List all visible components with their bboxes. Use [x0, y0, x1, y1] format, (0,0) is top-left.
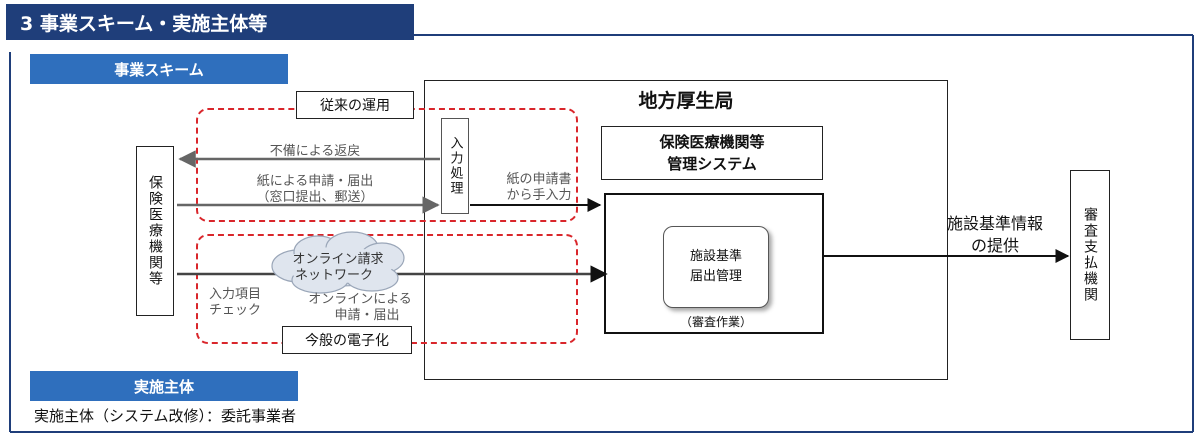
implement-section-text: 実施主体: [133, 377, 194, 396]
legacy-label: 従来の運用: [296, 91, 414, 119]
system-title-line2: 管理システム: [667, 155, 757, 173]
provide-text-2: の提供: [970, 236, 1019, 255]
implement-text: 実施主体（システム改修）：委託事業者: [34, 407, 297, 425]
review-payment-text: 審査支払機関: [1082, 207, 1098, 303]
system-title-box: 保険医療機関等 管理システム: [601, 126, 823, 180]
scheme-section-label: 事業スキーム: [30, 54, 288, 84]
return-text: 不備による返戻: [269, 144, 361, 159]
paper-text-1: 紙による申請・届出: [256, 174, 374, 189]
manual-text-2: から手入力: [506, 188, 572, 203]
page-title: 3 事業スキーム・実施主体等: [20, 12, 268, 35]
legacy-label-text: 従来の運用: [320, 98, 390, 114]
scheme-section-text: 事業スキーム: [114, 60, 204, 79]
modern-label-text: 今般の電子化: [305, 333, 389, 349]
online-text-2: 申請・届出: [334, 308, 400, 323]
input-process-box: 入力処理: [441, 118, 469, 214]
implement-section-label: 実施主体: [30, 371, 298, 401]
review-payment-box: 審査支払機関: [1070, 170, 1110, 340]
cloud-text-2: ネットワーク: [294, 268, 373, 283]
online-text-1: オンラインによる: [308, 292, 412, 307]
input-process-text: 入力処理: [447, 136, 463, 196]
medical-institution-text: 保険医療機関等: [147, 175, 163, 287]
cloud-text-1: オンライン請求: [292, 252, 384, 267]
title-bar: 3 事業スキーム・実施主体等: [6, 4, 414, 40]
check-text-1: 入力項目: [208, 287, 261, 302]
medical-institution-box: 保険医療機関等: [136, 146, 174, 316]
provide-text-1: 施設基準情報: [946, 214, 1043, 233]
manual-text-1: 紙の申請書: [506, 172, 572, 187]
check-text-2: チェック: [208, 303, 261, 318]
paper-text-2: （窓口提出、郵送）: [256, 190, 374, 205]
modern-label: 今般の電子化: [282, 326, 412, 354]
facility-line2: 届出管理: [689, 269, 742, 284]
facility-caption: （審査作業）: [679, 315, 752, 329]
bureau-title: 地方厚生局: [638, 90, 734, 112]
facility-rounded-box: 施設基準 届出管理: [663, 226, 769, 308]
facility-line1: 施設基準: [689, 249, 742, 264]
system-title-line1: 保険医療機関等: [659, 133, 765, 151]
